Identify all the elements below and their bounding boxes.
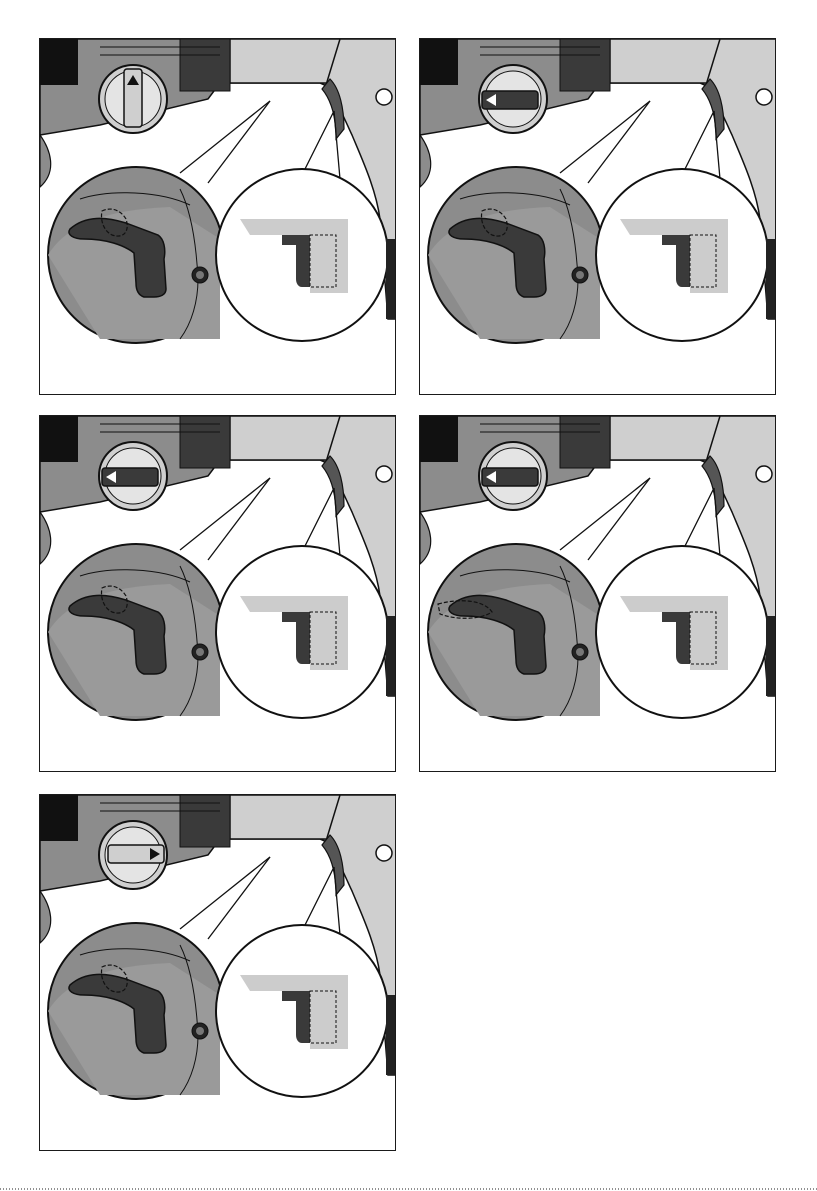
figure-panel-2: [419, 38, 776, 395]
panel-3-drawing: [40, 416, 396, 772]
zoom-circle-icon: [428, 167, 604, 343]
panel-2-drawing: [420, 39, 776, 395]
zoom-circle-icon: [428, 544, 604, 720]
figure-panel-3: [39, 415, 396, 772]
zoom-circle-icon: [48, 544, 224, 720]
page-footer-rule: [0, 1186, 817, 1191]
panel-4-drawing: [420, 416, 776, 772]
panel-5-drawing: [40, 795, 396, 1151]
zoom-circle-icon: [48, 167, 224, 343]
mode-selector-knob-icon: [99, 821, 167, 889]
mode-selector-knob-icon: [479, 65, 547, 133]
zoom-circle-icon: [48, 923, 224, 1099]
figure-panel-5: [39, 794, 396, 1151]
panel-1-drawing: [40, 39, 396, 395]
mode-selector-knob-icon: [99, 442, 167, 510]
figure-panel-4: [419, 415, 776, 772]
mode-selector-knob-icon: [99, 65, 167, 133]
mode-selector-knob-icon: [479, 442, 547, 510]
figure-panel-1: [39, 38, 396, 395]
